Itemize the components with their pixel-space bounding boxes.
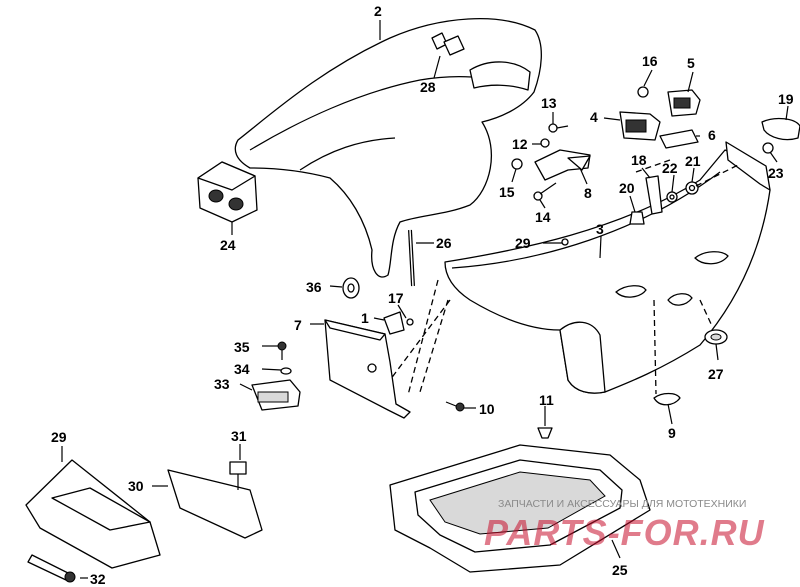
part-screw-14 — [533, 182, 557, 201]
part-nut-12 — [540, 138, 550, 148]
callout-27: 27 — [708, 366, 724, 382]
part-screw-29-top — [561, 238, 569, 246]
part-bracket-7 — [324, 319, 411, 419]
callout-35: 35 — [234, 339, 250, 355]
callout-6: 6 — [708, 127, 716, 143]
callout-2: 2 — [374, 3, 382, 19]
watermark-brand: PARTS-FOR.RU — [484, 512, 765, 553]
part-lower-cowling — [444, 141, 771, 394]
part-screw-11 — [537, 427, 553, 439]
part-bracket-8 — [534, 149, 591, 181]
watermark-tagline: ЗАПЧАСТИ И АКСЕССУАРЫ ДЛЯ МОТОТЕХНИКИ — [498, 498, 746, 510]
callout-7: 7 — [294, 317, 302, 333]
part-clip-1 — [383, 311, 405, 335]
assembly-dashed-lines — [389, 159, 741, 396]
callout-21: 21 — [685, 153, 701, 169]
callout-5: 5 — [687, 55, 695, 71]
callout-28: 28 — [420, 79, 436, 95]
part-washer-22 — [666, 191, 678, 203]
part-hinge-18 — [645, 175, 663, 215]
callout-26: 26 — [436, 235, 452, 251]
part-rod — [408, 229, 415, 287]
watermark: ЗАПЧАСТИ И АКСЕССУАРЫ ДЛЯ МОТОТЕХНИКИ PA… — [484, 498, 765, 553]
callout-1: 1 — [361, 310, 369, 326]
callout-8: 8 — [584, 185, 592, 201]
part-screw-20 — [629, 211, 645, 225]
callout-29-bottom: 29 — [51, 429, 67, 445]
part-plug-9 — [653, 392, 681, 406]
part-bolt-10 — [445, 401, 465, 412]
callout-16: 16 — [642, 53, 658, 69]
part-clip-16 — [637, 86, 649, 98]
callout-20: 20 — [619, 180, 635, 196]
part-screw-17 — [406, 318, 414, 326]
part-latch-5 — [667, 89, 701, 117]
callout-12: 12 — [512, 136, 528, 152]
callout-10: 10 — [479, 401, 495, 417]
callout-24: 24 — [220, 237, 236, 253]
part-screw-35 — [277, 341, 287, 360]
callout-3: 3 — [596, 221, 604, 237]
callout-32: 32 — [90, 571, 106, 587]
part-ring-34 — [280, 367, 292, 375]
callout-36: 36 — [306, 279, 322, 295]
part-plate-6 — [659, 129, 699, 149]
part-switch-33 — [251, 379, 301, 411]
callout-14: 14 — [535, 209, 551, 225]
callout-13: 13 — [541, 95, 557, 111]
part-bolt-32 — [27, 554, 76, 583]
callout-22: 22 — [662, 160, 678, 176]
callout-29-top: 29 — [515, 235, 531, 251]
part-bracket-29 — [25, 459, 161, 569]
callout-17: 17 — [388, 290, 404, 306]
callout-11: 11 — [539, 392, 554, 408]
callout-23: 23 — [768, 165, 784, 181]
callout-18: 18 — [631, 152, 647, 168]
callout-34: 34 — [234, 361, 250, 377]
part-plug-27 — [704, 329, 728, 345]
part-rubber-block — [197, 161, 258, 223]
part-washer-21 — [685, 181, 699, 195]
part-bracket-30 — [167, 469, 263, 539]
callout-30: 30 — [128, 478, 144, 494]
callout-25: 25 — [612, 562, 628, 578]
callout-19: 19 — [778, 91, 794, 107]
part-latch-4 — [619, 111, 661, 141]
callout-15: 15 — [499, 184, 515, 200]
leader-lines — [61, 20, 789, 579]
part-bolt-13 — [548, 123, 569, 133]
part-washer-36 — [342, 277, 360, 299]
part-bottom-tray — [389, 444, 651, 573]
part-bolt-31 — [229, 461, 247, 490]
callout-4: 4 — [590, 109, 598, 125]
callout-33: 33 — [214, 376, 230, 392]
part-nut-15 — [511, 158, 523, 170]
part-key-19 — [761, 117, 800, 141]
part-grommet-23 — [762, 142, 774, 154]
part-upper-cowling — [234, 18, 542, 278]
callout-9: 9 — [668, 425, 676, 441]
callout-31: 31 — [231, 428, 247, 444]
callout-labels: 2 28 16 5 13 4 6 19 12 18 22 21 23 15 8 … — [51, 3, 794, 587]
